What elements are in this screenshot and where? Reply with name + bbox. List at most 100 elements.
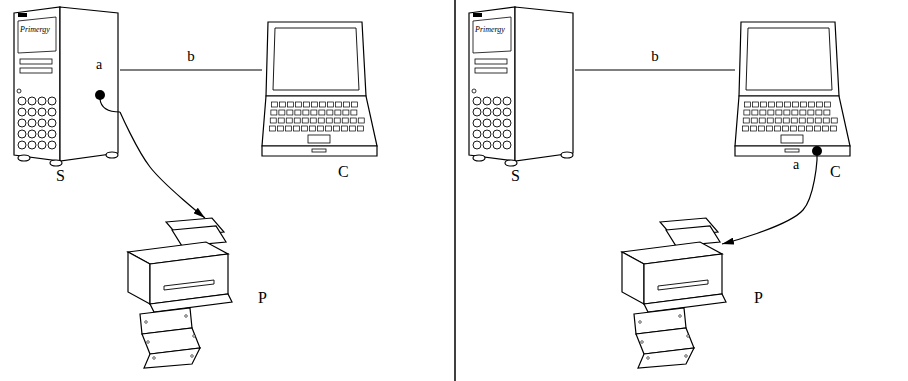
device-label: P (258, 290, 267, 306)
laptop-node: C (735, 20, 850, 160)
keypad-button (473, 97, 481, 105)
laptop-key (334, 126, 340, 131)
laptop-key (326, 126, 332, 131)
keypad-button (18, 141, 26, 149)
laptop-key (792, 110, 798, 115)
laptop-key (319, 110, 325, 115)
laptop-key (799, 118, 805, 123)
drive-bay (475, 68, 507, 73)
keypad-button (18, 119, 26, 127)
laptop-key (334, 118, 340, 123)
drive-bay (475, 59, 507, 64)
fanfold-paper (144, 348, 200, 368)
keypad-button (473, 141, 481, 149)
laptop-key (815, 126, 821, 131)
laptop-key (336, 102, 342, 107)
server-side (60, 7, 118, 161)
server-side (515, 7, 573, 161)
keypad-button (503, 119, 511, 127)
laptop-key (825, 102, 831, 107)
paper-hole (647, 357, 650, 360)
keypad-button (38, 119, 46, 127)
laptop-key (318, 118, 324, 123)
laptop-key (761, 102, 767, 107)
keypad-button (473, 119, 481, 127)
laptop-key (294, 126, 300, 131)
paper-hole (193, 335, 196, 338)
laptop-key (767, 118, 773, 123)
keypad-button (38, 108, 46, 116)
laptop-key (278, 126, 284, 131)
keypad-button (38, 97, 46, 105)
laptop-key (358, 118, 364, 123)
laptop-key (807, 126, 813, 131)
laptop-key (743, 126, 749, 131)
laptop-key (287, 110, 293, 115)
laptop-base (262, 96, 377, 146)
laptop-key (809, 102, 815, 107)
printer-slot (658, 280, 708, 290)
laptop-key (815, 118, 821, 123)
laptop-key (310, 126, 316, 131)
laptop-key (817, 102, 823, 107)
paper-hole (153, 357, 156, 360)
keypad-button (483, 108, 491, 116)
server-logo (473, 13, 482, 17)
keypad-button (38, 141, 46, 149)
port-label: a (793, 158, 799, 172)
keypad-button (493, 97, 501, 105)
laptop-key (775, 126, 781, 131)
laptop-key (751, 118, 757, 123)
laptop-key (831, 118, 837, 123)
laptop-key (831, 126, 837, 131)
laptop-key (801, 102, 807, 107)
keypad-button (503, 130, 511, 138)
laptop-key (759, 126, 765, 131)
laptop-key (342, 126, 348, 131)
server-drawing (14, 7, 120, 166)
keypad-button (48, 108, 56, 116)
keypad-button (28, 97, 36, 105)
laptop-key (272, 102, 278, 107)
laptop-key (775, 118, 781, 123)
laptop-base (735, 96, 850, 146)
device-label: S (511, 168, 520, 184)
laptop-key (759, 118, 765, 123)
laptop-key (743, 118, 749, 123)
laptop-key (350, 126, 356, 131)
laptop-key (288, 102, 294, 107)
laptop-key (807, 118, 813, 123)
laptop-key (302, 118, 308, 123)
server-foot (50, 160, 62, 166)
laptop-key (777, 102, 783, 107)
laptop-front (262, 146, 377, 156)
laptop-key (328, 102, 334, 107)
keypad-button (493, 108, 501, 116)
laptop-key (751, 126, 757, 131)
paper-hole (191, 355, 194, 358)
laptop-lid (739, 22, 839, 96)
network-link (575, 69, 735, 70)
keypad-button (483, 141, 491, 149)
laptop-key (342, 118, 348, 123)
printer-drawing (128, 218, 232, 368)
laptop-key (270, 118, 276, 123)
laptop-key (350, 118, 356, 123)
printer-node: P (128, 218, 228, 368)
laptop-key (295, 110, 301, 115)
laptop-key (286, 118, 292, 123)
print-arrow (722, 160, 817, 244)
keypad-button (473, 130, 481, 138)
paper-hole (147, 341, 150, 344)
laptop-key (783, 118, 789, 123)
printer-node: P (622, 218, 722, 368)
server-front (469, 7, 515, 161)
laptop-key (344, 102, 350, 107)
paper-hole (679, 315, 682, 318)
port-dot (95, 90, 105, 100)
laptop-key (304, 102, 310, 107)
printer-side (128, 252, 150, 304)
keypad-button (493, 141, 501, 149)
server-panel (473, 17, 511, 53)
keypad-button (503, 141, 511, 149)
